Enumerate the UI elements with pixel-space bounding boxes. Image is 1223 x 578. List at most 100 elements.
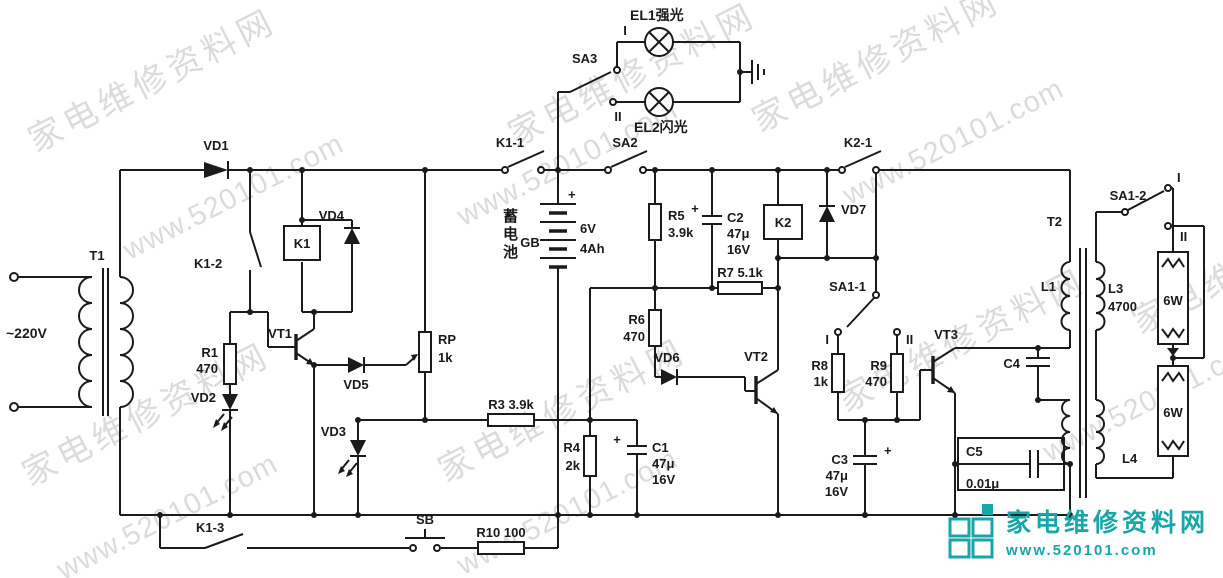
label-t1: T1 (89, 248, 104, 263)
label-r6: R6 (628, 312, 645, 327)
label-sa3-pos2: II (614, 109, 621, 124)
ground-symbol (751, 60, 765, 84)
label-battery-capacity: 4Ah (580, 241, 605, 256)
resistor-r7: R7 5.1k (717, 265, 764, 295)
label-r7: R7 5.1k (717, 265, 763, 280)
brand-footer: 家电维修资料网 www.520101.com (946, 502, 1209, 560)
label-l3-value: 4700 (1108, 299, 1137, 314)
battery-gb: + GB 6V 4Ah (520, 187, 605, 269)
diode-vd5: VD5 (343, 357, 369, 392)
mains-terminal (9, 272, 19, 282)
capacitor-c2: + C2 47μ 16V (691, 201, 750, 257)
label-el1: EL1强光 (630, 7, 684, 23)
label-c1: C1 (652, 440, 669, 455)
label-vt2: VT2 (744, 349, 768, 364)
label-k2: K2 (775, 215, 792, 230)
label-r3: R3 3.9k (488, 397, 534, 412)
diode-vd6: VD6 (654, 350, 680, 385)
switch-k1-2: K1-2 (194, 231, 262, 271)
plus-sign: + (568, 187, 576, 202)
label-c3-voltage: 16V (825, 484, 848, 499)
capacitor-c5: C5 0.01μ (957, 437, 1065, 491)
fluorescent-tube-1: 6W (1157, 251, 1189, 345)
label-c1-value: 47μ (652, 456, 674, 471)
label-r9: R9 (870, 358, 887, 373)
transformer-t1: ~220V T1 (6, 248, 134, 416)
diode-vd1: VD1 (203, 138, 229, 179)
label-tube1-power: 6W (1163, 293, 1183, 308)
label-vd1: VD1 (203, 138, 228, 153)
label-sa3: SA3 (572, 51, 597, 66)
label-k1: K1 (294, 236, 311, 251)
label-sa1-1-pos2: II (906, 332, 913, 347)
transformer-t2: T2 L1 L3 4700 L4 (1041, 214, 1138, 498)
mains-terminal (9, 402, 19, 412)
label-r8: R8 (811, 358, 828, 373)
label-vd4: VD4 (319, 208, 345, 223)
label-l3: L3 (1108, 281, 1123, 296)
resistor-r9: R9 470 (865, 353, 904, 393)
label-vd3: VD3 (321, 424, 346, 439)
label-sa1-1-pos1: I (825, 332, 829, 347)
plus-sign: + (691, 201, 699, 216)
label-sa1-2: SA1-2 (1110, 188, 1147, 203)
label-c1-voltage: 16V (652, 472, 675, 487)
switch-sa3: SA3 I II (569, 23, 627, 124)
label-r4: R4 (563, 440, 580, 455)
plus-sign: + (884, 443, 892, 458)
label-c3-value: 47μ (826, 468, 848, 483)
transistor-vt3: VT3 (931, 327, 958, 394)
label-sa3-pos1: I (623, 23, 627, 38)
label-l4: L4 (1122, 451, 1138, 466)
label-vd2: VD2 (191, 390, 216, 405)
label-vd6: VD6 (654, 350, 679, 365)
label-sa2: SA2 (612, 135, 637, 150)
label-c2-voltage: 16V (727, 242, 750, 257)
plus-sign: + (613, 432, 621, 447)
label-el2: EL2闪光 (634, 119, 688, 135)
label-vd7: VD7 (841, 202, 866, 217)
switch-sa1-1: SA1-1 I II (825, 279, 913, 347)
label-sb: SB (416, 512, 434, 527)
pushbutton-sb: SB (405, 512, 445, 552)
label-vt1: VT1 (268, 326, 292, 341)
label-sa1-2-pos1: I (1177, 170, 1181, 185)
resistor-r5: R5 3.9k (648, 203, 694, 241)
transistor-vt1: VT1 (268, 326, 315, 366)
relay-k2: K2 (763, 204, 803, 240)
capacitor-c1: + C1 47μ 16V (613, 432, 675, 487)
relay-k1: K1 (283, 225, 321, 261)
label-t2: T2 (1047, 214, 1062, 229)
label-r8-value: 1k (814, 374, 829, 389)
label-r1: R1 (201, 345, 218, 360)
label-sa1-1: SA1-1 (829, 279, 866, 294)
label-battery-id: GB (520, 235, 540, 250)
label-vt3: VT3 (934, 327, 958, 342)
label-c4: C4 (1003, 356, 1020, 371)
label-k1-2: K1-2 (194, 256, 222, 271)
lamp-el2: EL2闪光 (634, 87, 688, 135)
label-vd5: VD5 (343, 377, 368, 392)
capacitor-c3: + C3 47μ 16V (825, 443, 892, 499)
label-k2-1: K2-1 (844, 135, 872, 150)
label-sa1-2-pos2: II (1180, 229, 1187, 244)
label-k1-1: K1-1 (496, 135, 524, 150)
label-battery-name: 蓄电池 (501, 208, 518, 262)
series-connector-arrow (1167, 348, 1179, 356)
label-tube2-power: 6W (1163, 405, 1183, 420)
label-c2-value: 47μ (727, 226, 749, 241)
junction-dots (157, 69, 1176, 518)
label-r4-value: 2k (566, 458, 581, 473)
label-rp-value: 1k (438, 350, 453, 365)
brand-site-url: www.520101.com (1006, 542, 1158, 559)
label-c5-value: 0.01μ (966, 476, 999, 491)
switch-k1-3: K1-3 (196, 520, 244, 549)
label-c2: C2 (727, 210, 744, 225)
label-c3: C3 (831, 452, 848, 467)
label-r5-value: 3.9k (668, 225, 694, 240)
fluorescent-tube-2: 6W (1157, 365, 1189, 457)
label-r6-value: 470 (623, 329, 645, 344)
resistor-r3: R3 3.9k (487, 397, 535, 427)
